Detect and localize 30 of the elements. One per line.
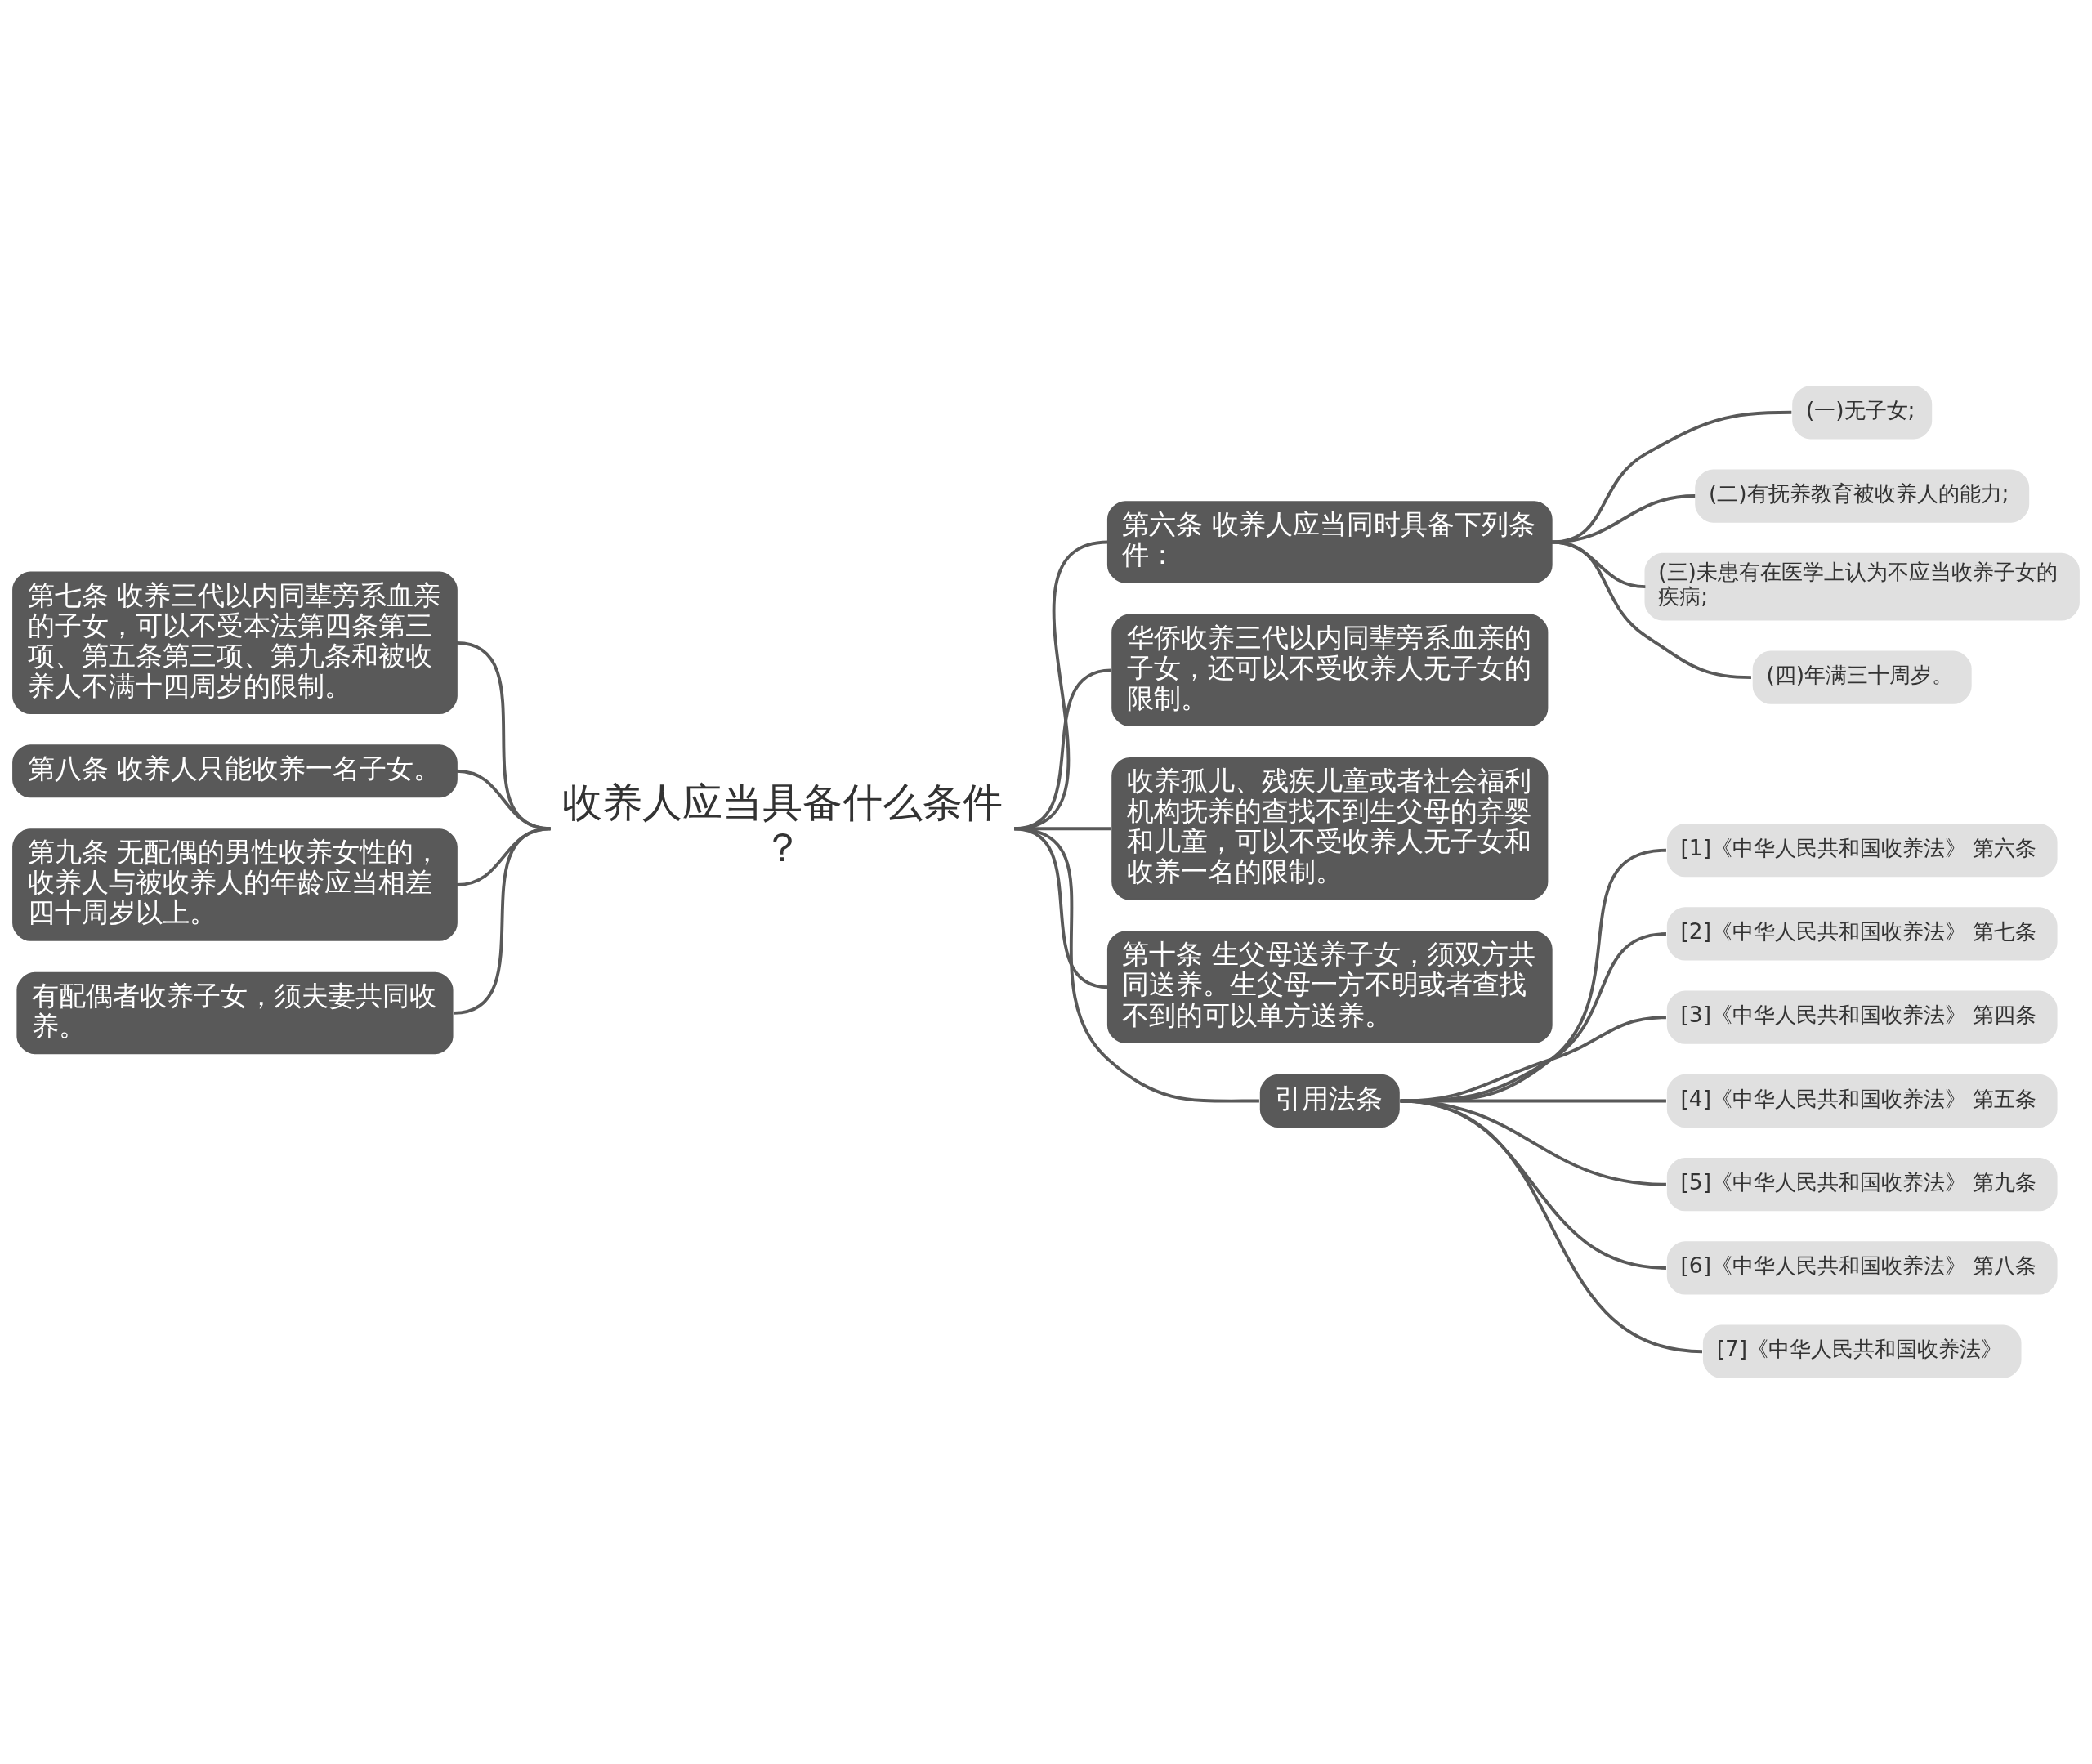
node-box: [5]《中华人民共和国收养法》 第九条 [1666,1158,2058,1212]
node-box: 第十条 生父母送养子女，须双方共同送养。生父母一方不明或者查找不到的可以单方送养。 [1106,931,1553,1043]
connector [1551,540,1751,680]
node-box: (四)年满三十周岁。 [1752,650,1972,704]
connector [1400,1016,1666,1103]
connector [1400,932,1667,1103]
node-box: [4]《中华人民共和国收养法》 第五条 [1666,1074,2058,1128]
node-box: [7]《中华人民共和国收养法》 [1702,1324,2022,1378]
node-box: 第九条 无配偶的男性收养女性的，收养人与被收养人的年龄应当相差四十周岁以上。 [12,828,458,941]
node-box: 第七条 收养三代以内同辈旁系血亲的子女，可以不受本法第四条第三项、第五条第三项、第九条和被收养人不满十四周岁的限制。 [12,571,458,715]
node-box: [2]《中华人民共和国收养法》 第七条 [1666,907,2058,961]
node-box: 第八条 收养人只能收养一名子女。 [12,744,458,798]
node-box: 引用法条 [1259,1074,1400,1128]
connector [1013,827,1259,1103]
node-box: [6]《中华人民共和国收养法》 第八条 [1666,1241,2058,1295]
node-box: 第六条 收养人应当同时具备下列条件： [1106,501,1553,583]
connector [1551,410,1792,544]
node-box: (二)有抚养教育被收养人的能力; [1695,469,2030,523]
connector [454,827,551,1015]
node-box: 收养孤儿、残疾儿童或者社会福利机构抚养的查找不到生父母的弃婴和儿童，可以不受收养人无子女和收养一名的限制。 [1111,757,1549,900]
node-box: 有配偶者收养子女，须夫妻共同收养。 [16,971,454,1055]
node-box: (一)无子女; [1792,386,1933,440]
node-box: [1]《中华人民共和国收养法》 第六条 [1666,824,2058,878]
node-text: 收养人应当具备什么条件？ [561,779,1003,871]
connector [1400,848,1667,1103]
node-box: 华侨收养三代以内同辈旁系血亲的子女，还可以不受收养人无子女的限制。 [1111,614,1549,727]
connector [1551,494,1696,544]
connector [1400,1099,1703,1354]
node-box: [3]《中华人民共和国收养法》 第四条 [1666,990,2058,1044]
node-box: (三)未患有在医学上认为不应当收养子女的疾病; [1644,552,2080,621]
